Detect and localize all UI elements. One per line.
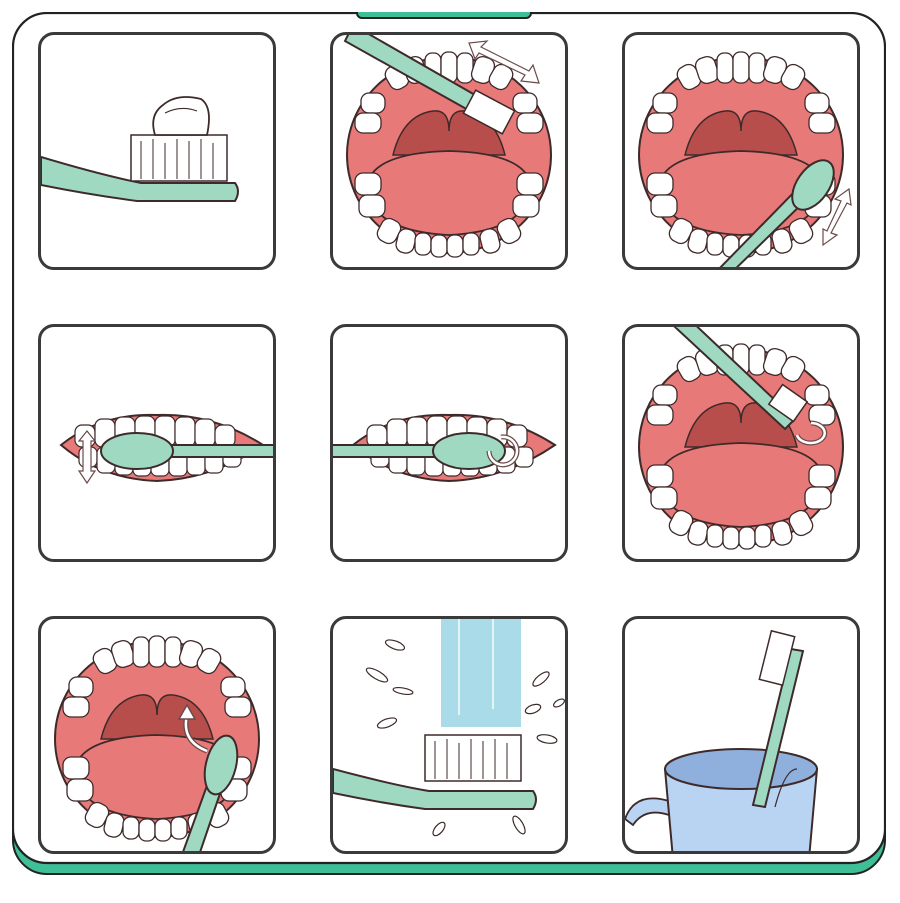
step-9-panel: [622, 616, 860, 854]
brush-upper-outer-teeth-icon: [343, 35, 552, 258]
toothbrush-with-paste-icon: [41, 96, 239, 202]
step-3-panel: [622, 32, 860, 270]
step-4-panel: [38, 324, 276, 562]
step-1-panel: [38, 32, 276, 270]
vertical-arrow-icon: [77, 430, 97, 485]
step-8-panel: [330, 616, 568, 854]
brush-front-teeth-circular-icon: [333, 413, 556, 482]
board-tab: [356, 12, 532, 19]
brush-front-teeth-vertical-icon: [60, 413, 273, 485]
water-stream: [441, 619, 521, 727]
step-2-panel: [330, 32, 568, 270]
brush-inner-teeth-circular-icon: [638, 327, 844, 550]
rinse-toothbrush-icon: [333, 619, 565, 837]
step-7-panel: [38, 616, 276, 854]
step-5-panel: [330, 324, 568, 562]
back-forth-arrow-icon: [468, 40, 540, 84]
up-down-arrow-icon: [822, 187, 852, 247]
toothbrush-in-cup-icon: [625, 629, 819, 851]
step-6-panel: [622, 324, 860, 562]
brush-tongue-icon: [54, 635, 260, 851]
water-droplets: [365, 639, 565, 837]
brush-lower-outer-teeth-icon: [638, 51, 852, 267]
